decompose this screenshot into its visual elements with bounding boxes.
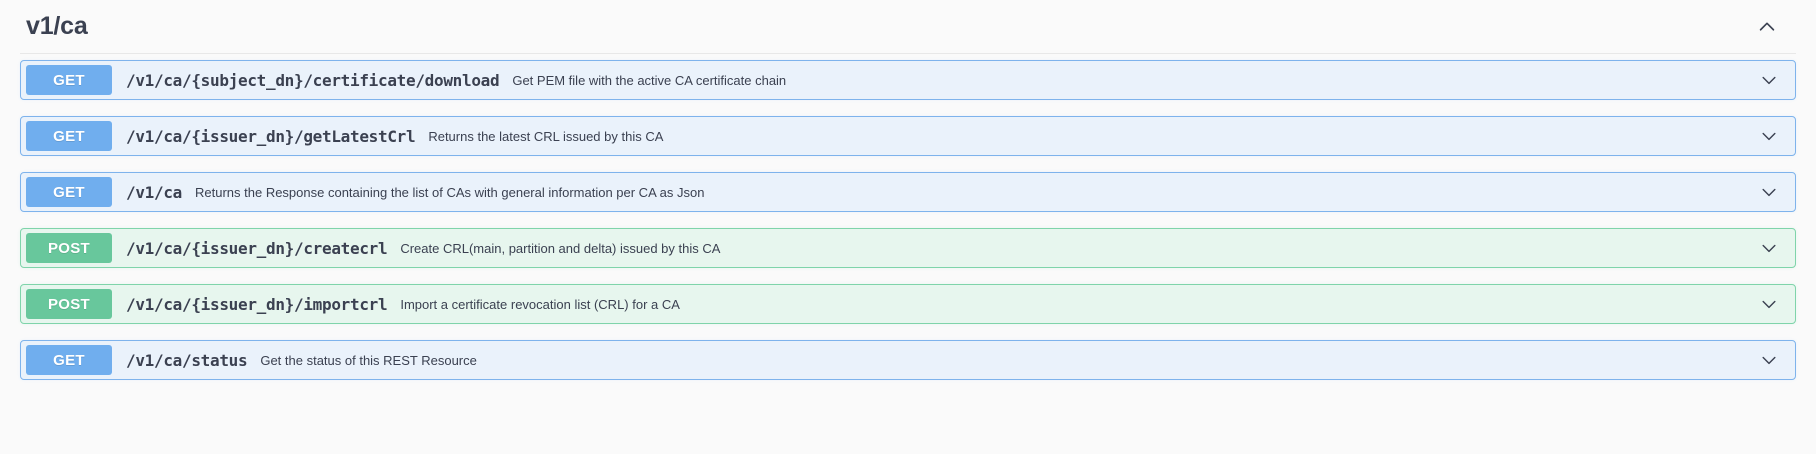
operation-description: Get PEM file with the active CA certific… — [512, 72, 787, 88]
operation-row-get-2[interactable]: GET /v1/ca Returns the Response containi… — [20, 172, 1796, 212]
operation-path: /v1/ca — [126, 182, 182, 202]
chevron-up-icon[interactable] — [1754, 14, 1780, 40]
http-method-badge: GET — [26, 177, 112, 207]
http-method-badge: GET — [26, 65, 112, 95]
operation-path: /v1/ca/status — [126, 350, 248, 370]
chevron-down-icon[interactable] — [1757, 292, 1781, 316]
operation-row-get-0[interactable]: GET /v1/ca/{subject_dn}/certificate/down… — [20, 60, 1796, 100]
operation-description: Import a certificate revocation list (CR… — [400, 296, 680, 312]
chevron-down-icon[interactable] — [1757, 236, 1781, 260]
operation-path: /v1/ca/{subject_dn}/certificate/download — [126, 70, 500, 90]
api-tag-section: v1/ca GET /v1/ca/{subject_dn}/certificat… — [20, 0, 1796, 380]
operation-description: Create CRL(main, partition and delta) is… — [400, 240, 721, 256]
operation-row-post-3[interactable]: POST /v1/ca/{issuer_dn}/createcrl Create… — [20, 228, 1796, 268]
tag-title: v1/ca — [26, 12, 88, 40]
http-method-badge: GET — [26, 345, 112, 375]
operation-list: GET /v1/ca/{subject_dn}/certificate/down… — [20, 54, 1796, 380]
chevron-down-icon[interactable] — [1757, 68, 1781, 92]
http-method-badge: POST — [26, 233, 112, 263]
http-method-badge: GET — [26, 121, 112, 151]
operation-description: Returns the Response containing the list… — [195, 184, 705, 200]
operation-row-get-1[interactable]: GET /v1/ca/{issuer_dn}/getLatestCrl Retu… — [20, 116, 1796, 156]
operation-description: Get the status of this REST Resource — [260, 352, 477, 368]
chevron-down-icon[interactable] — [1757, 124, 1781, 148]
tag-header-v1-ca[interactable]: v1/ca — [20, 0, 1796, 54]
operation-path: /v1/ca/{issuer_dn}/createcrl — [126, 238, 388, 258]
operation-path: /v1/ca/{issuer_dn}/importcrl — [126, 294, 388, 314]
chevron-down-icon[interactable] — [1757, 348, 1781, 372]
operation-description: Returns the latest CRL issued by this CA — [428, 128, 664, 144]
http-method-badge: POST — [26, 289, 112, 319]
operation-path: /v1/ca/{issuer_dn}/getLatestCrl — [126, 126, 416, 146]
operation-row-post-4[interactable]: POST /v1/ca/{issuer_dn}/importcrl Import… — [20, 284, 1796, 324]
chevron-down-icon[interactable] — [1757, 180, 1781, 204]
operation-row-get-5[interactable]: GET /v1/ca/status Get the status of this… — [20, 340, 1796, 380]
